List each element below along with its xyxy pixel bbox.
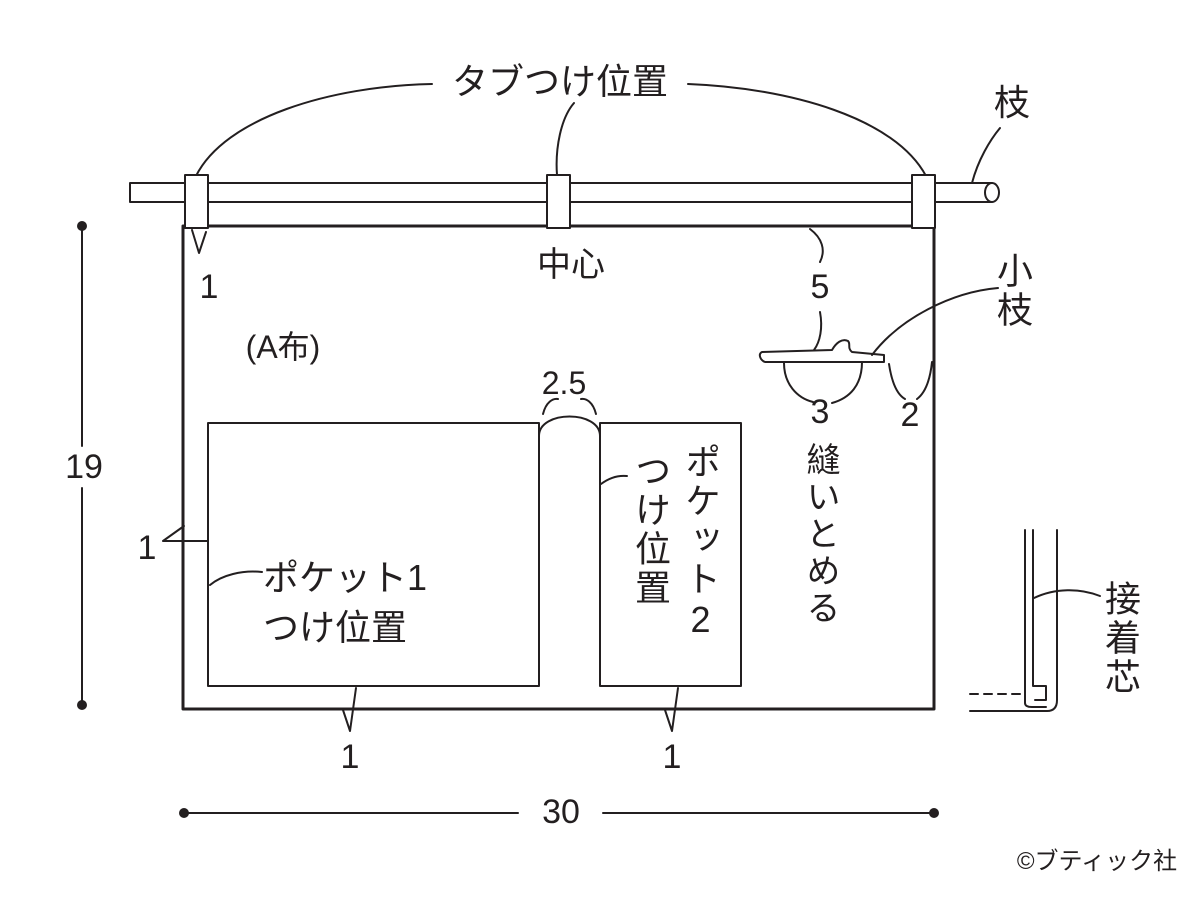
branch-rod-end [984, 182, 1000, 203]
tab-left [184, 174, 209, 229]
pocket1-label-line1: ポケット1 [263, 557, 428, 598]
small-branch-label: 小枝 [992, 252, 1033, 330]
small-branch-top-leader-lower [813, 311, 823, 351]
small-branch-side-leader-left [888, 363, 906, 400]
tab-inset-value: 1 [199, 268, 219, 306]
cross-section-outer-layer [1024, 529, 1047, 708]
width-dimension-end-left [179, 808, 189, 818]
pocket-gap-leader-right [580, 397, 597, 415]
small-branch-stitch-value: 3 [810, 393, 830, 431]
height-value: 19 [65, 448, 103, 486]
pocket2-label-line2: つけ位置 [630, 452, 671, 608]
small-branch-stitch-leader-left [783, 362, 814, 403]
cross-section-interfacing [1032, 529, 1047, 701]
height-dimension-end-top [77, 221, 87, 231]
pocket-gap-arch [538, 415, 601, 437]
width-value: 30 [542, 793, 580, 831]
small-branch-stitch-leader-right [831, 361, 863, 404]
small-branch-side-leader-right [916, 361, 933, 400]
pocket-gap-leader-left [542, 397, 559, 415]
pocket2-label-line1: ポケット2 [680, 443, 721, 643]
sew-fix-label: 縫いとめる [801, 442, 839, 627]
center-label: 中心 [537, 246, 605, 284]
small-branch-from-top-value: 5 [810, 268, 830, 306]
pocket1-outline [207, 422, 540, 687]
small-branch-shape [758, 339, 885, 363]
tab-inset-leader [191, 229, 207, 254]
branch-leader [971, 127, 1001, 184]
copyright-notice: ©ブティック社 [1016, 848, 1178, 875]
tab-position-label: タブつけ位置 [451, 61, 669, 102]
small-branch-label-leader [871, 287, 999, 356]
cross-section-back-layer [969, 529, 1058, 712]
pocket2-bottom-inset-value: 1 [662, 738, 682, 776]
width-dimension-end-right [929, 808, 939, 818]
pocket1-label-line2: つけ位置 [263, 607, 408, 648]
interfacing-leader [1033, 589, 1101, 599]
pocket1-bottom-inset-value: 1 [340, 738, 360, 776]
tab-leader-center [555, 102, 575, 176]
tab-leader-right [687, 83, 927, 177]
pocket1-bottom-inset-leader [342, 687, 357, 732]
height-dimension-end-bottom [77, 700, 87, 710]
tab-center [546, 174, 571, 229]
interfacing-label: 接着芯 [1100, 580, 1141, 697]
pocket2-label-leader [600, 474, 628, 485]
tab-right [911, 174, 936, 229]
pocket-left-inset-leader [162, 525, 209, 542]
main-panel [181, 224, 936, 711]
pocket-left-inset-value: 1 [137, 529, 157, 567]
small-branch-from-side-value: 2 [900, 396, 920, 434]
pocket2-outline [599, 422, 742, 687]
pocket-gap-value: 2.5 [541, 365, 587, 401]
tab-leader-left [195, 83, 433, 177]
pocket1-label-leader [209, 570, 263, 586]
fabric-a-label: (A布) [245, 329, 321, 365]
small-branch-top-leader [809, 228, 824, 263]
branch-label: 枝 [993, 82, 1031, 123]
pocket2-bottom-inset-leader [664, 687, 679, 732]
